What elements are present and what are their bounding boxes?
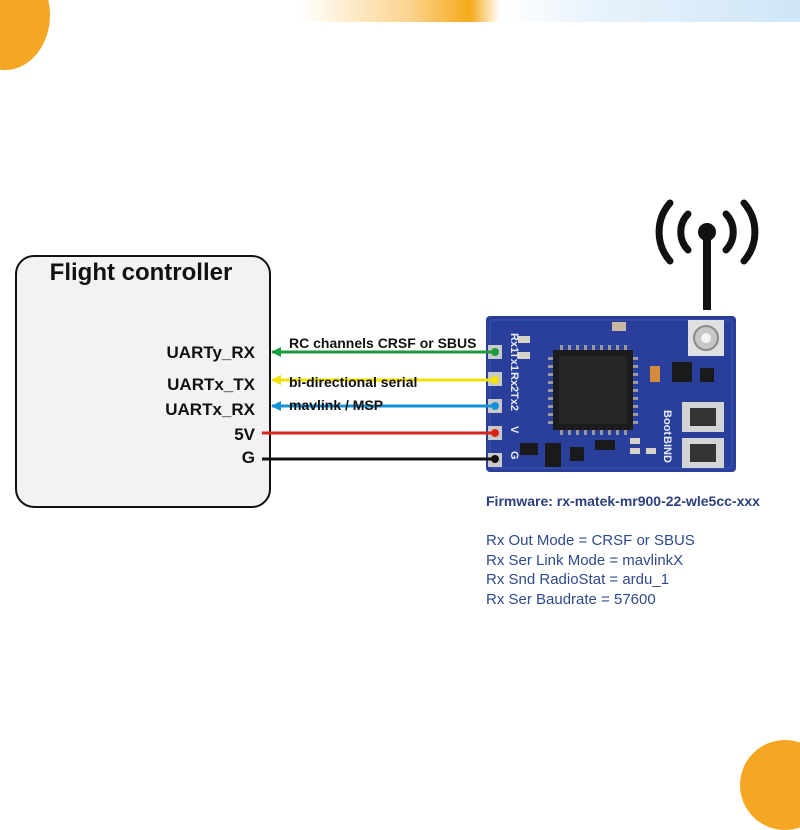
antenna-connector (688, 320, 724, 356)
boot-button (682, 438, 724, 468)
pin-uartx-rx: UARTx_RX (165, 400, 255, 419)
setting-ser-link-mode: Rx Ser Link Mode = mavlinkX (486, 552, 683, 569)
board-label-tx1: Tx1 (508, 352, 520, 371)
setting-snd-radiostat: Rx Snd RadioStat = ardu_1 (486, 571, 669, 588)
wire-label-bi-directional: bi-directional serial (289, 374, 417, 390)
setting-out-mode: Rx Out Mode = CRSF or SBUS (486, 532, 695, 549)
main-chip (553, 350, 633, 430)
wire-label-mavlink: mavlink / MSP (289, 397, 383, 413)
wire-rc-channels: RC channels CRSF or SBUS (271, 335, 499, 357)
wire-mavlink: mavlink / MSP (271, 397, 499, 413)
board-label-boot: Boot (661, 410, 673, 435)
wire-bi-directional: bi-directional serial (271, 374, 499, 390)
wire-5v (262, 429, 499, 437)
pin-uartx-tx: UARTx_TX (167, 375, 256, 394)
antenna-icon (655, 199, 759, 310)
board-label-rx1: Rx1 (508, 333, 520, 353)
pin-5v: 5V (234, 425, 255, 444)
pin-ground: G (242, 448, 255, 467)
decorative-top-gradient (300, 0, 800, 22)
firmware-label: Firmware: rx-matek-mr900-22-wle5cc-xxx (486, 493, 760, 509)
board-label-tx2: Tx2 (508, 392, 520, 411)
bind-button (682, 402, 724, 432)
board-label-g: G (508, 451, 520, 460)
receiver-board: Rx1 Tx1 Rx2 Tx2 V G BIND Boot (486, 316, 736, 472)
flight-controller-title: Flight controller (50, 259, 233, 286)
board-components (518, 322, 714, 467)
wire-ground (262, 455, 499, 463)
flight-controller-box: Flight controller UARTy_RX UARTx_TX UART… (15, 255, 271, 508)
board-label-v: V (508, 426, 520, 434)
board-label-rx2: Rx2 (508, 372, 520, 392)
setting-ser-baudrate: Rx Ser Baudrate = 57600 (486, 591, 656, 608)
wiring-diagram: Flight controller UARTy_RX UARTx_TX UART… (15, 199, 760, 608)
pin-uarty-rx: UARTy_RX (167, 343, 256, 362)
board-label-bind: BIND (661, 436, 673, 463)
wire-label-rc-channels: RC channels CRSF or SBUS (289, 335, 476, 351)
